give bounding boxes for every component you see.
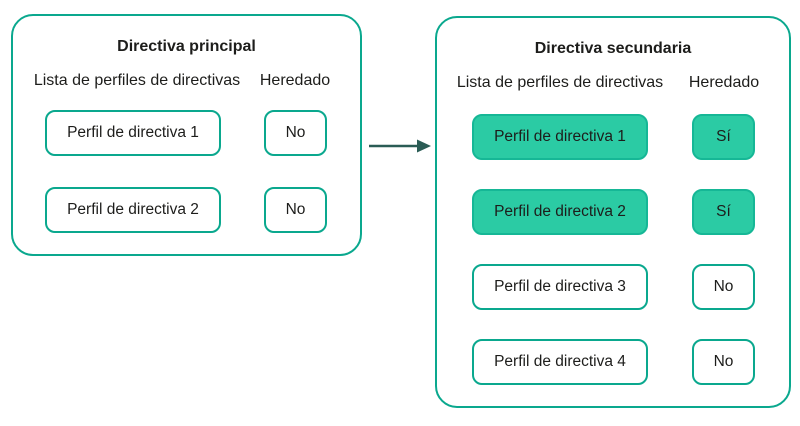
inherited-badge-highlighted: Sí: [692, 114, 755, 160]
secondary-policy-panel: Directiva secundaria Lista de perfiles d…: [435, 16, 791, 408]
main-panel-title: Directiva principal: [117, 38, 256, 55]
inherited-badge: No: [264, 110, 327, 156]
inherited-badge: No: [264, 187, 327, 233]
inherited-badge-highlighted: Sí: [692, 189, 755, 235]
inherited-badge: No: [692, 339, 755, 385]
secondary-profiles-column-header: Lista de perfiles de directivas: [456, 74, 664, 91]
profile-box: Perfil de directiva 4: [472, 339, 648, 385]
secondary-inherited-column-header: Heredado: [688, 74, 760, 91]
profile-box: Perfil de directiva 1: [45, 110, 221, 156]
inherited-badge: No: [692, 264, 755, 310]
main-profiles-column-header: Lista de perfiles de directivas: [33, 72, 241, 89]
profile-box: Perfil de directiva 3: [472, 264, 648, 310]
profile-box-highlighted: Perfil de directiva 2: [472, 189, 648, 235]
inheritance-arrow-icon: [369, 139, 431, 153]
main-policy-panel: Directiva principal Lista de perfiles de…: [11, 14, 362, 256]
profile-box: Perfil de directiva 2: [45, 187, 221, 233]
secondary-panel-title: Directiva secundaria: [534, 40, 692, 57]
main-inherited-column-header: Heredado: [259, 72, 331, 89]
profile-box-highlighted: Perfil de directiva 1: [472, 114, 648, 160]
